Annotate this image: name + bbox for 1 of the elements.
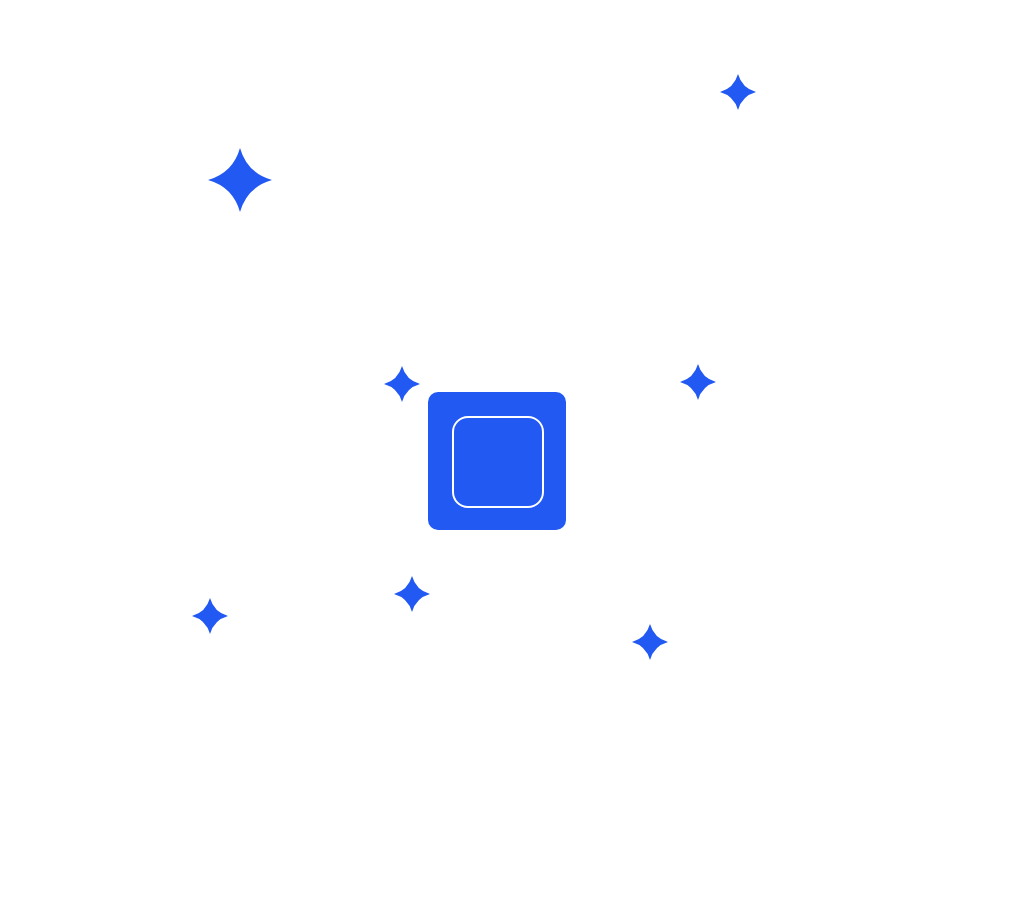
app-tile-icon bbox=[428, 392, 566, 530]
